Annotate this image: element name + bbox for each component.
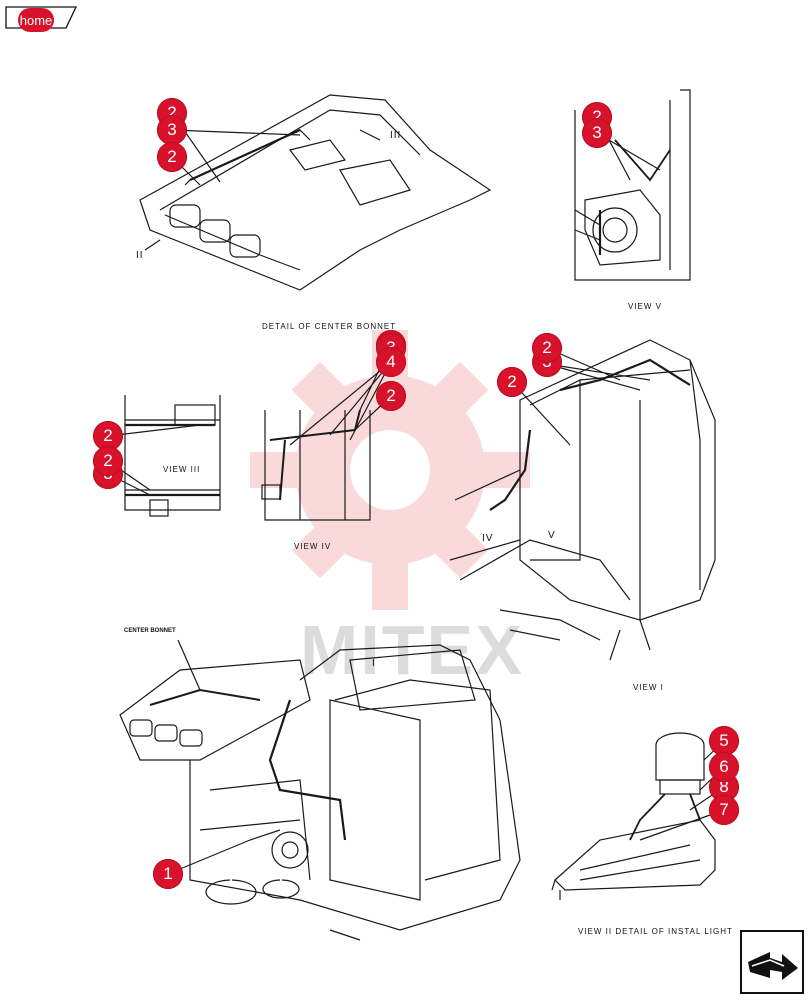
callout-2[interactable]: 2 <box>157 142 187 172</box>
view-letter-iv: IV <box>482 533 494 544</box>
center-bonnet-detail-title: DETAIL OF CENTER BONNET <box>262 322 397 331</box>
home-button[interactable]: home <box>4 4 78 32</box>
callout-2[interactable]: 2 <box>532 333 562 363</box>
callout-1[interactable]: 1 <box>153 859 183 889</box>
callout-2[interactable]: 2 <box>376 381 406 411</box>
view-letter-i: I <box>372 658 376 669</box>
callout-6[interactable]: 6 <box>709 752 739 782</box>
callout-2[interactable]: 2 <box>497 367 527 397</box>
view-letter-v: V <box>548 530 556 541</box>
view-i-title: VIEW I <box>633 683 664 692</box>
callout-5[interactable]: 5 <box>709 726 739 756</box>
home-label: home <box>18 8 54 32</box>
center-bonnet-label: CENTER BONNET <box>124 628 176 634</box>
view-iv-title: VIEW IV <box>294 542 332 551</box>
view-v-title: VIEW V <box>628 302 663 311</box>
callout-3[interactable]: 3 <box>582 118 612 148</box>
view-iii-title: VIEW III <box>163 465 201 474</box>
view-ii-title: VIEW II DETAIL OF INSTAL LIGHT <box>578 927 733 936</box>
view-letter-ii: II <box>136 250 144 261</box>
callout-7[interactable]: 7 <box>709 795 739 825</box>
callout-4[interactable]: 4 <box>376 347 406 377</box>
callout-3[interactable]: 3 <box>157 115 187 145</box>
view-letter-iii: III <box>390 130 402 141</box>
callout-2[interactable]: 2 <box>93 446 123 476</box>
next-page-button[interactable] <box>740 930 804 994</box>
arrow-icon <box>748 952 798 980</box>
watermark-text: MITEX <box>300 611 524 689</box>
